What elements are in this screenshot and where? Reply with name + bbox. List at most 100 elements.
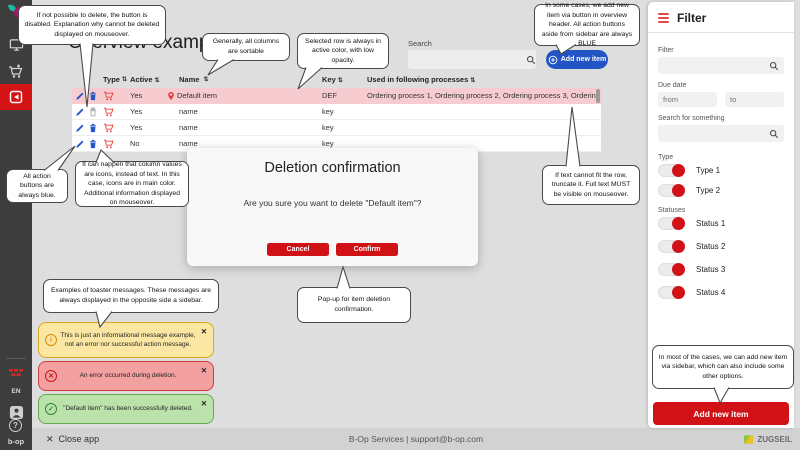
toggle-status-2[interactable]: Status 2	[658, 240, 784, 253]
flag-icon	[9, 369, 23, 377]
menu-icon[interactable]	[658, 13, 669, 23]
annotation-truncate: If text cannot fit the row, truncate it.…	[542, 165, 640, 205]
filter-field-label: Filter	[658, 47, 674, 54]
toaster-text: "Default item" has been successfully del…	[63, 405, 193, 413]
due-date-to-input[interactable]	[725, 92, 784, 107]
search-input[interactable]	[408, 55, 526, 64]
column-header-type[interactable]: Type⇅	[103, 74, 127, 84]
cart-plus-icon	[9, 64, 23, 78]
cell-key: key	[322, 107, 334, 116]
column-header-key[interactable]: Key⇅	[322, 74, 343, 84]
cell-active: Yes	[130, 123, 143, 132]
language-label[interactable]: EN	[11, 388, 21, 395]
footer-bar: ✕ Close app B-Op Services | support@b-op…	[32, 428, 800, 450]
filter-input[interactable]	[658, 61, 769, 70]
due-date-from-input[interactable]	[658, 92, 717, 107]
sort-icon[interactable]: ⇅	[121, 76, 127, 83]
pencil-icon	[76, 92, 84, 100]
toggle-switch[interactable]	[658, 286, 685, 299]
search-icon[interactable]	[526, 55, 536, 65]
toggle-type-2[interactable]: Type 2	[658, 184, 784, 197]
search-icon[interactable]	[769, 61, 779, 71]
cart-action-button[interactable]	[103, 138, 114, 149]
close-icon[interactable]: ✕	[200, 366, 207, 375]
toaster-text: An error occurred during deletion.	[79, 372, 177, 380]
delete-button[interactable]	[89, 123, 97, 133]
trash-disabled-icon	[90, 106, 96, 116]
annotation-popup: Pop-up for item deletion confirmation.	[297, 287, 411, 323]
deletion-confirmation-modal: Deletion confirmation Are you sure you w…	[187, 148, 478, 266]
search-icon[interactable]	[769, 129, 779, 139]
cart-action-button[interactable]	[103, 106, 114, 117]
delete-button[interactable]	[89, 139, 97, 149]
toggle-status-4[interactable]: Status 4	[658, 286, 784, 299]
search-something-label: Search for something	[658, 115, 725, 122]
close-app-label: Close app	[58, 434, 100, 444]
toggle-switch[interactable]	[658, 240, 685, 253]
toaster-info: i This is just an informational message …	[38, 322, 214, 358]
edit-button[interactable]	[75, 107, 85, 117]
support-text: B-Op Services | support@b-op.com	[348, 434, 484, 444]
toggle-switch[interactable]	[658, 217, 685, 230]
toggle-status-3[interactable]: Status 3	[658, 263, 784, 276]
annotation-add-sidebar: In most of the cases, we can add new ite…	[652, 345, 794, 389]
cell-key: key	[322, 123, 334, 132]
table-row[interactable]: Yes name key	[72, 120, 601, 136]
close-app-button[interactable]: ✕ Close app	[46, 434, 99, 445]
success-icon: ✓	[45, 403, 57, 415]
sort-icon[interactable]: ⇅	[470, 77, 476, 84]
column-header-used[interactable]: Used in following processes⇅	[367, 74, 476, 84]
cancel-button[interactable]: Cancel	[267, 243, 329, 256]
sort-icon[interactable]: ⇅	[154, 77, 160, 84]
cell-used: Ordering process 1, Ordering process 2, …	[367, 91, 601, 100]
sort-icon[interactable]: ⇅	[203, 76, 209, 83]
close-icon[interactable]: ✕	[200, 399, 207, 408]
pencil-icon	[76, 140, 84, 148]
sidebar-item-overview[interactable]	[0, 84, 32, 110]
sidebar-item-cart[interactable]	[0, 58, 32, 84]
close-icon[interactable]: ✕	[200, 327, 207, 336]
add-new-item-header-button[interactable]: Add new item	[546, 50, 608, 69]
column-header-active[interactable]: Active⇅	[130, 74, 160, 84]
edit-button[interactable]	[75, 139, 85, 149]
language-flag-icon[interactable]	[0, 365, 32, 381]
column-header-name[interactable]: Name⇅	[179, 74, 209, 84]
cell-name: name	[179, 123, 198, 132]
cart-icon	[103, 139, 114, 149]
cell-name: name	[179, 139, 198, 148]
cart-action-button[interactable]	[103, 122, 114, 133]
sort-icon[interactable]: ⇅	[337, 77, 343, 84]
type-section-label: Type	[658, 154, 674, 161]
table-row[interactable]: Yes Default item DEF Ordering process 1,…	[72, 88, 601, 104]
sidebar-divider	[6, 358, 26, 359]
toggle-type-1[interactable]: Type 1	[658, 164, 784, 177]
info-icon: i	[45, 334, 57, 346]
app-sidebar: EN ? b-op	[0, 0, 32, 450]
edit-button[interactable]	[75, 91, 85, 101]
plus-circle-icon	[548, 55, 558, 64]
cart-action-button[interactable]	[103, 90, 114, 101]
search-something-input[interactable]	[658, 129, 769, 138]
delete-button[interactable]	[89, 91, 97, 101]
confirm-button[interactable]: Confirm	[336, 243, 398, 256]
annotation-sortable-columns: Generally, all columns are sortable	[202, 33, 290, 61]
toggle-switch[interactable]	[658, 184, 685, 197]
cell-active: Yes	[130, 91, 143, 100]
toggle-status-1[interactable]: Status 1	[658, 217, 784, 230]
sidebar-item-profile[interactable]	[0, 399, 32, 425]
help-icon[interactable]: ?	[9, 419, 22, 432]
add-new-item-sidebar-button[interactable]: Add new item	[653, 402, 789, 425]
footer-brand: ZUGSEIL	[743, 434, 792, 445]
edit-button[interactable]	[75, 123, 85, 133]
pencil-icon	[76, 108, 84, 116]
table-row[interactable]: Yes name key	[72, 104, 601, 120]
sidebar-brand: b-op	[7, 437, 25, 446]
delete-button-disabled[interactable]	[89, 106, 97, 117]
annotation-toasters: Examples of toaster messages. These mess…	[43, 279, 219, 313]
toggle-switch[interactable]	[658, 164, 685, 177]
annotation-add-header: In some cases, we add new item via butto…	[534, 2, 640, 47]
toggle-switch[interactable]	[658, 263, 685, 276]
table-scrollbar[interactable]	[596, 89, 600, 103]
cell-key: DEF	[322, 91, 337, 100]
